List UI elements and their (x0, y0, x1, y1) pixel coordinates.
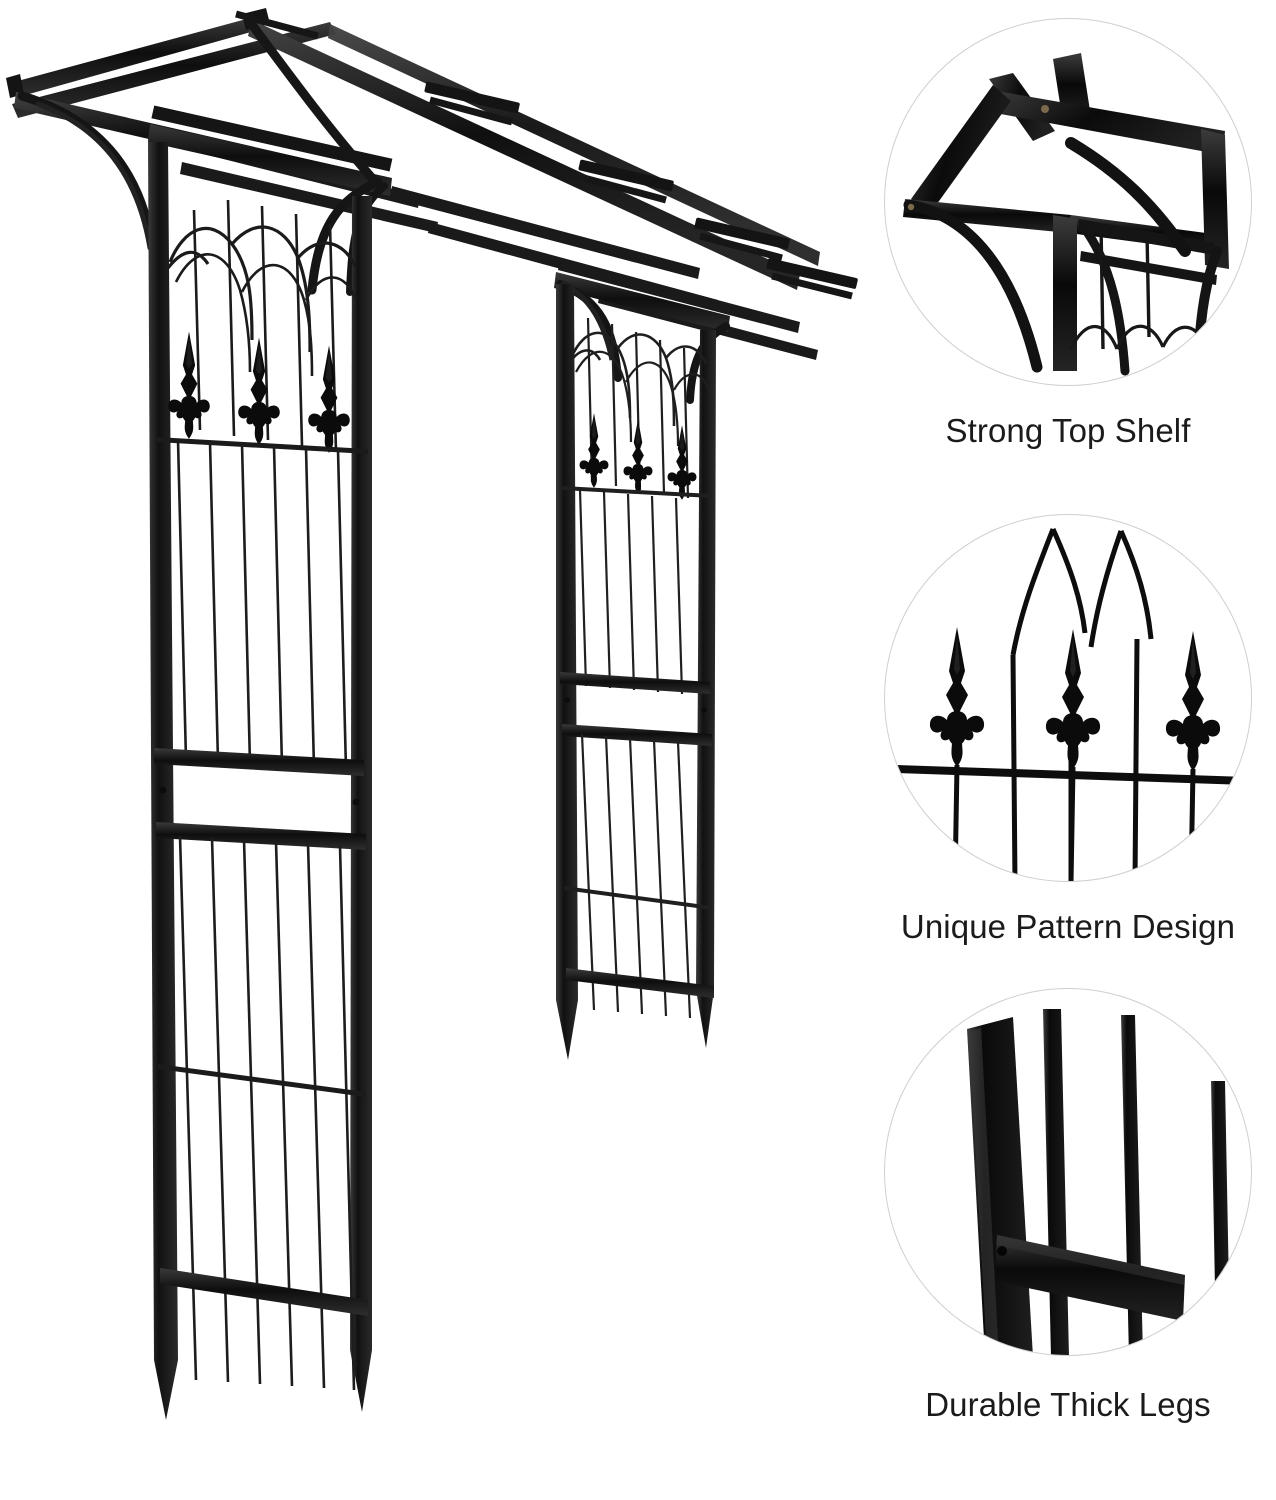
feature-strong-top-shelf: Strong Top Shelf (860, 18, 1276, 498)
front-trellis-panel (148, 142, 372, 1420)
feature-callout-column: Strong Top Shelf (860, 0, 1276, 1500)
feature-3-circle-image (884, 988, 1252, 1356)
feature-2-caption: Unique Pattern Design (900, 908, 1236, 945)
feature-1-caption: Strong Top Shelf (945, 412, 1191, 449)
feature-2-circle-image (884, 514, 1252, 882)
feature-1-circle-image (884, 18, 1252, 386)
feature-durable-thick-legs: Durable Thick Legs (860, 988, 1276, 1478)
hero-product-image (6, 8, 858, 1420)
fleur-de-lis-finials (168, 331, 350, 453)
arbor-structure (6, 8, 858, 1420)
pergola-top-shelf (6, 8, 858, 404)
top-shelf-detail-illustration (903, 53, 1229, 376)
arbor-illustration (6, 8, 858, 1420)
feature-3-caption: Durable Thick Legs (925, 1386, 1211, 1423)
legs-detail-illustration (967, 1009, 1229, 1355)
rear-trellis-panel (556, 284, 716, 1060)
feature-unique-pattern-design: Unique Pattern Design (860, 514, 1276, 994)
fleur-de-lis-finials-rear (579, 413, 697, 500)
pattern-detail-illustration (895, 527, 1245, 881)
